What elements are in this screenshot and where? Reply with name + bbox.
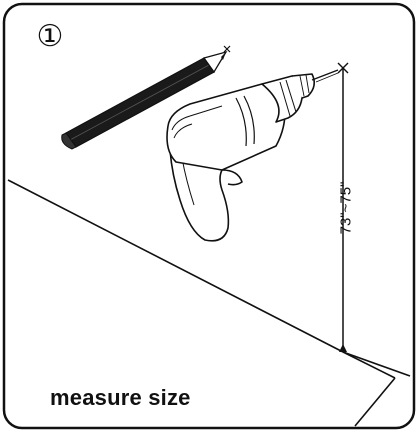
drill-icon [166,69,339,242]
mark-point-icon [337,62,349,74]
pencil-icon [61,45,231,150]
caption: measure size [50,385,191,410]
height-measurement-label: 73"~75" [337,181,355,235]
floor-arrow [339,344,347,352]
room-lines [7,179,411,427]
step-number: ① [36,18,64,54]
